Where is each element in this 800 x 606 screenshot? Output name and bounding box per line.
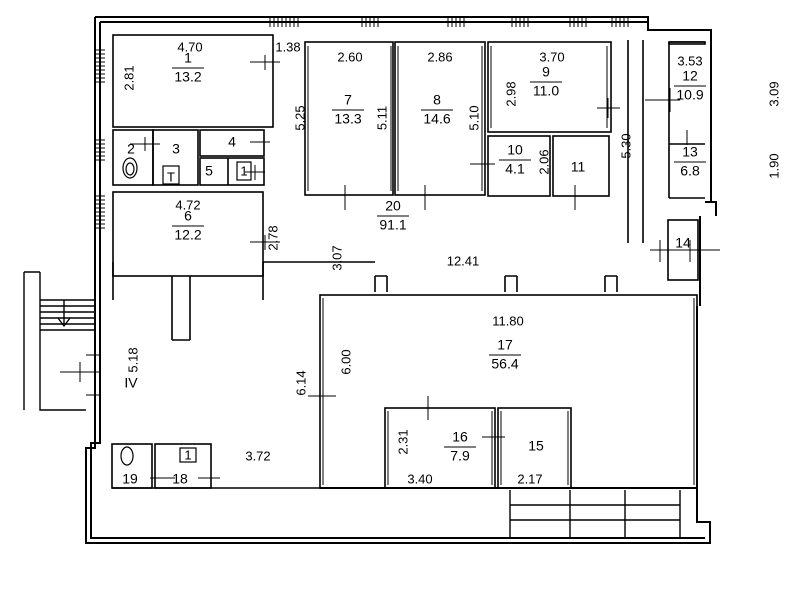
room-number: 13 xyxy=(682,144,698,160)
dimension-label: 3.53 xyxy=(677,53,702,68)
dimension-label: 6.14 xyxy=(293,370,308,395)
room-number: 14 xyxy=(675,235,691,251)
room-number: 18 xyxy=(172,471,188,487)
room-number: 4 xyxy=(228,134,236,150)
dimension-label: 5.11 xyxy=(374,106,389,130)
room-area: 56.4 xyxy=(491,356,518,372)
room-number: 9 xyxy=(542,64,550,80)
dimension-label: 2.86 xyxy=(427,49,452,64)
dimension-label: 5.30 xyxy=(618,133,633,158)
fixtures xyxy=(120,157,252,466)
room-number: 11 xyxy=(571,159,586,175)
room-number: 5 xyxy=(205,163,213,179)
room-area: 14.6 xyxy=(423,111,450,127)
room-area: 13.2 xyxy=(174,69,201,85)
room-number: 2 xyxy=(127,141,135,157)
room-area: 10.9 xyxy=(676,87,703,103)
fixture-label: T xyxy=(167,169,175,184)
room-number: 15 xyxy=(528,438,544,454)
dimension-label: 4.72 xyxy=(175,197,200,212)
dimension-label: 1.90 xyxy=(766,153,781,178)
toilet-icon xyxy=(120,446,134,466)
room-area: 91.1 xyxy=(379,217,406,233)
dimension-label: 2.06 xyxy=(536,149,551,174)
dimension-label: 12.41 xyxy=(447,253,480,268)
top-windows xyxy=(86,17,629,396)
dimension-label: 3.40 xyxy=(407,471,432,486)
room-number: 1 xyxy=(184,50,192,66)
room-area: 12.2 xyxy=(174,227,201,243)
dimension-label: 6.00 xyxy=(338,349,353,374)
dimension-label: 2.81 xyxy=(121,65,136,90)
dimension-label: 2.31 xyxy=(395,429,410,454)
dimension-label: 2.17 xyxy=(517,471,542,486)
toilet-icon xyxy=(122,157,138,179)
double-walls xyxy=(307,46,695,485)
room-area: 7.9 xyxy=(450,448,470,464)
room-area: 4.1 xyxy=(505,161,525,177)
outer-walls xyxy=(85,16,717,544)
room-number: 7 xyxy=(344,92,352,108)
room-number: 17 xyxy=(497,337,513,353)
dimension-label: 3.72 xyxy=(245,448,270,463)
dimension-label: 1.38 xyxy=(275,39,300,54)
room-number: 19 xyxy=(122,471,138,487)
room-number: 8 xyxy=(433,92,441,108)
bottom-steps xyxy=(509,490,681,538)
room-area: 11.0 xyxy=(533,83,559,99)
dimension-label: 5.10 xyxy=(466,105,481,130)
dimension-label: 2.60 xyxy=(337,49,362,64)
room-number: 16 xyxy=(452,429,468,445)
room-number: 10 xyxy=(507,142,523,158)
dimension-label: 2.98 xyxy=(503,81,518,106)
dimension-label: 11.80 xyxy=(492,313,524,328)
sink-icon xyxy=(162,165,180,185)
stair xyxy=(23,271,95,411)
room-area: 6.8 xyxy=(680,163,700,179)
room-number: 20 xyxy=(385,198,401,214)
interior-walls xyxy=(111,34,706,489)
dimension-label: 2.78 xyxy=(265,225,280,250)
dimension-label: 5.25 xyxy=(292,105,307,130)
room-number: 12 xyxy=(682,68,698,84)
room-number: 3 xyxy=(172,141,180,157)
room-area: 13.3 xyxy=(334,111,361,127)
dimension-label: 4.70 xyxy=(177,39,202,54)
dimension-label: 3.70 xyxy=(539,49,564,64)
fixture-label: 1 xyxy=(240,163,247,178)
fixture-label: 1 xyxy=(184,447,191,462)
dimension-label: 3.07 xyxy=(329,245,344,270)
room-number: 6 xyxy=(184,208,192,224)
stair-label: IV xyxy=(124,375,138,391)
toilet-icon xyxy=(236,161,252,181)
dimension-label: 3.09 xyxy=(766,81,781,106)
door-marks xyxy=(60,55,720,479)
dimension-label: 5.18 xyxy=(125,347,140,372)
toilet-icon xyxy=(179,447,197,463)
